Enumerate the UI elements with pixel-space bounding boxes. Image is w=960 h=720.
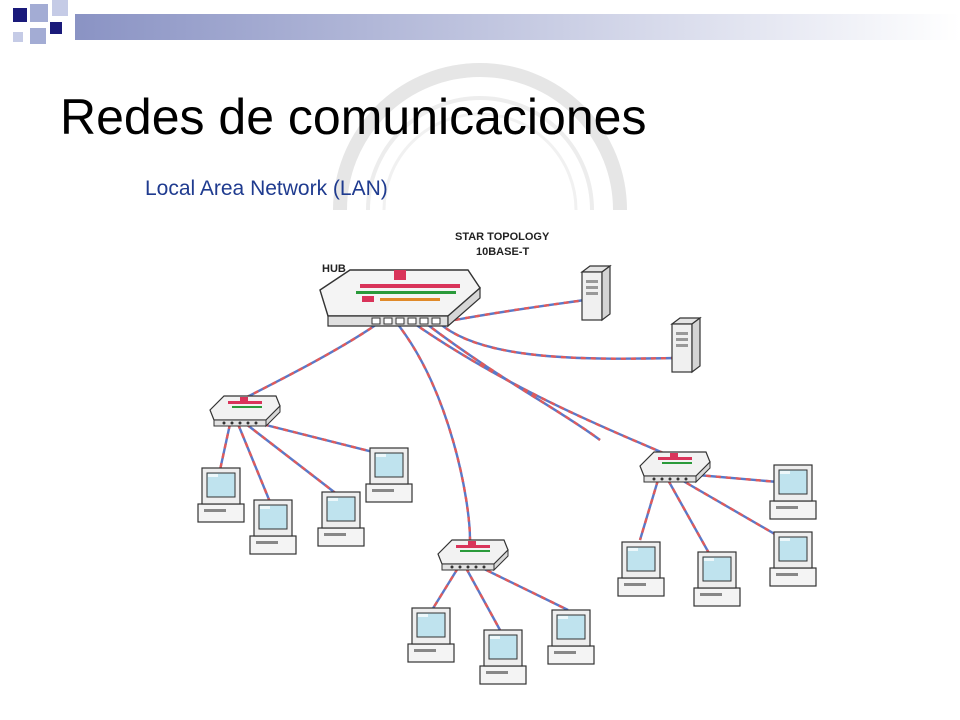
workstation-icon xyxy=(769,531,817,587)
workstation-icon xyxy=(617,541,665,597)
deco-square xyxy=(52,0,68,16)
workstation-icon xyxy=(693,551,741,607)
twisted-pair-cables xyxy=(218,298,786,631)
cable-right-pcs xyxy=(638,472,786,556)
server-icon xyxy=(671,317,701,373)
header-gradient-bar xyxy=(75,14,960,40)
page-subtitle: Local Area Network (LAN) xyxy=(145,177,388,200)
cable-hub-subhub-center xyxy=(395,321,472,541)
cable-hub-server-2 xyxy=(437,321,676,360)
workstation-icon xyxy=(769,464,817,520)
header-decoration xyxy=(13,0,960,44)
deco-square xyxy=(50,22,62,34)
deco-square xyxy=(13,8,27,22)
workstation-icon xyxy=(547,609,595,665)
cable-hub-extra xyxy=(423,321,601,441)
sub-hub-center xyxy=(437,539,509,571)
workstation-icon xyxy=(197,467,245,523)
main-hub xyxy=(319,269,481,328)
cable-center-pcs xyxy=(430,564,569,631)
workstation-icon xyxy=(317,491,365,547)
deco-square xyxy=(30,28,46,44)
workstation-icon xyxy=(249,499,297,555)
sub-hub-left xyxy=(209,395,281,427)
workstation-icon xyxy=(479,629,527,685)
server-icon xyxy=(581,265,611,321)
cable-hub-subhub-right xyxy=(411,321,669,457)
star-topology-diagram: STAR TOPOLOGY 10BASE-T HUB xyxy=(197,231,817,685)
deco-square xyxy=(13,32,23,42)
cable-left-pcs xyxy=(218,420,386,503)
workstation-icon xyxy=(407,607,455,663)
page-title: Redes de comunicaciones xyxy=(60,89,647,145)
cable-hub-server-1 xyxy=(454,298,586,322)
workstation-icon xyxy=(365,447,413,503)
diagram-heading-line2: 10BASE-T xyxy=(476,246,529,258)
diagram-heading-line1: STAR TOPOLOGY xyxy=(455,231,550,243)
cable-hub-subhub-left xyxy=(244,321,381,400)
deco-square xyxy=(30,4,48,22)
hub-label: HUB xyxy=(322,263,346,275)
sub-hub-right xyxy=(639,451,711,483)
seal-watermark xyxy=(333,63,627,210)
